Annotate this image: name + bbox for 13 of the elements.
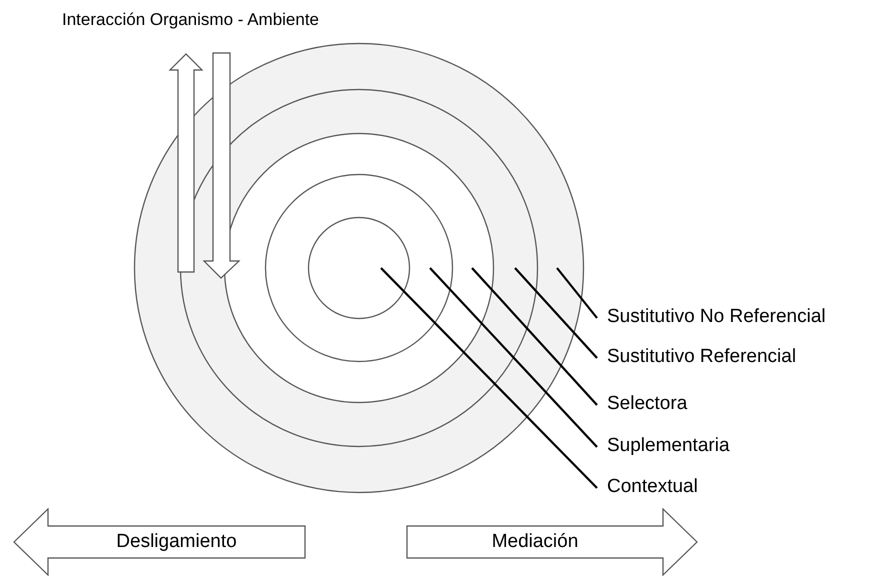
level-label: Selectora xyxy=(607,393,688,415)
level-label: Suplementaria xyxy=(607,435,730,457)
title: Interacción Organismo - Ambiente xyxy=(62,9,320,31)
leader-line xyxy=(556,267,598,319)
arrow-label: Mediación xyxy=(492,531,578,553)
leader-line xyxy=(429,267,598,448)
leader-line xyxy=(471,267,598,406)
level-label: Contextual xyxy=(607,476,698,498)
leader-line xyxy=(514,267,598,359)
level-label: Sustitutivo No Referencial xyxy=(607,306,826,328)
arrow-label: Desligamiento xyxy=(116,531,237,553)
leader-line xyxy=(380,267,598,489)
level-label: Sustitutivo Referencial xyxy=(607,346,796,368)
